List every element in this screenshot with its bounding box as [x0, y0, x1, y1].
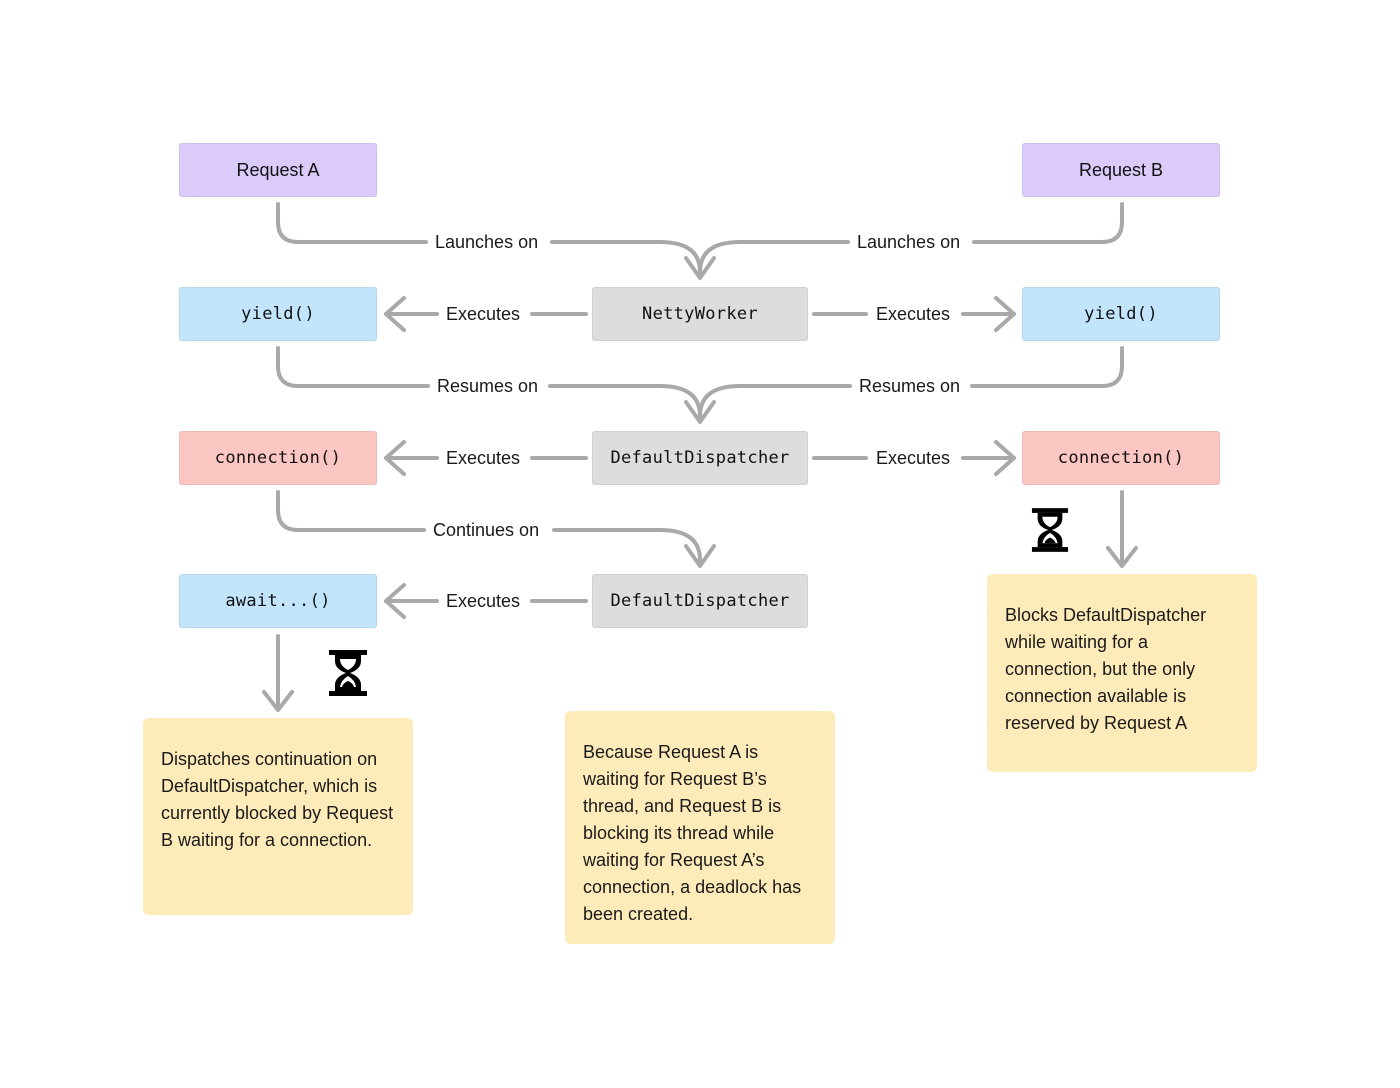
note-request-a: Dispatches continuation on DefaultDispat… [143, 718, 413, 915]
note-deadlock: Because Request A is waiting for Request… [565, 711, 835, 944]
edge-launches-on-a [276, 202, 428, 244]
node-request-a: Request A [179, 143, 377, 197]
node-await-a: await...() [179, 574, 377, 628]
node-yield-a: yield() [179, 287, 377, 341]
node-default-dispatcher-2: DefaultDispatcher [592, 574, 808, 628]
hourglass-icon [1031, 508, 1069, 552]
node-default-dispatcher-1: DefaultDispatcher [592, 431, 808, 485]
label-launches-on-a: Launches on [435, 232, 539, 252]
label-executes-yield-b: Executes [876, 304, 951, 324]
node-connection-b: connection() [1022, 431, 1220, 485]
hourglass-icon [329, 650, 367, 696]
edge-continues-on-a [276, 490, 426, 532]
label-continues-on-a: Continues on [433, 520, 540, 540]
node-yield-b: yield() [1022, 287, 1220, 341]
label-resumes-on-b: Resumes on [859, 376, 961, 396]
node-netty-worker: NettyWorker [592, 287, 808, 341]
label-executes-connection-a: Executes [446, 448, 521, 468]
label-launches-on-b: Launches on [857, 232, 961, 252]
edge-launches-on-b [972, 202, 1124, 244]
node-connection-a: connection() [179, 431, 377, 485]
edge-resumes-on-a [276, 346, 430, 388]
note-request-b: Blocks DefaultDispatcher while waiting f… [987, 574, 1257, 772]
label-resumes-on-a: Resumes on [437, 376, 539, 396]
label-executes-connection-b: Executes [876, 448, 951, 468]
label-executes-await-a: Executes [446, 591, 521, 611]
label-executes-yield-a: Executes [446, 304, 521, 324]
edge-resumes-on-b [970, 346, 1124, 388]
node-request-b: Request B [1022, 143, 1220, 197]
